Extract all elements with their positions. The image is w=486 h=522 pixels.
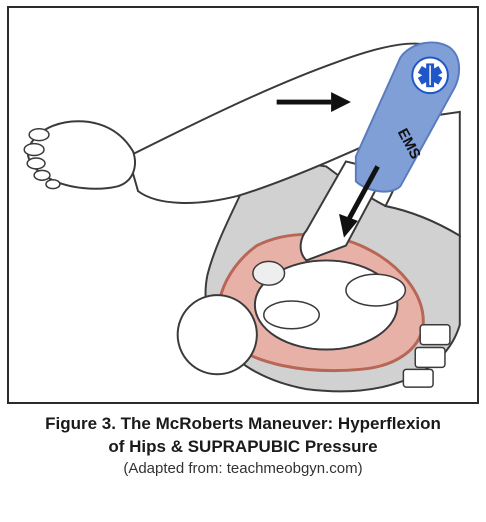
caption-title: Figure 3. The McRoberts Maneuver: Hyperf… (0, 412, 486, 435)
baby-head (178, 295, 257, 374)
pubic-bone (253, 261, 285, 285)
caption-source: (Adapted from: teachmeobgyn.com) (0, 458, 486, 480)
figure-frame: EMS (7, 6, 479, 404)
baby-leg (346, 274, 405, 306)
caption-subtitle: of Hips & SUPRAPUBIC Pressure (0, 435, 486, 458)
baby-arm (264, 301, 319, 329)
mcroberts-illustration: EMS (9, 8, 477, 402)
figure-caption: Figure 3. The McRoberts Maneuver: Hyperf… (0, 412, 486, 480)
star-of-life-icon (412, 57, 448, 93)
